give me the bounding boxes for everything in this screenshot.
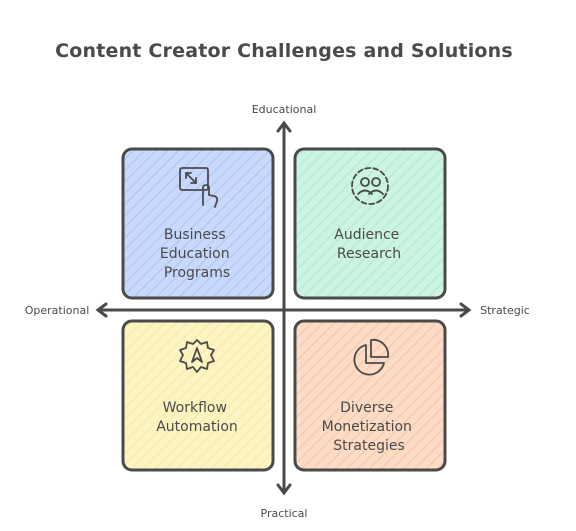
quadrant-bottom-right: Diverse Monetization Strategies [293, 319, 447, 472]
axis-label-right: Strategic [480, 304, 530, 317]
gear-arrow-icon [179, 339, 215, 373]
label-line: Audience [334, 227, 399, 243]
quadrant-top-left-label: Business Education Programs [160, 227, 234, 281]
horizontal-axis [95, 302, 472, 318]
quadrant-top-right: Audience Research [293, 147, 447, 300]
axis-label-bottom: Practical [261, 507, 308, 520]
label-line: Strategies [333, 438, 405, 454]
label-line: Monetization [322, 419, 412, 435]
label-line: Business [164, 227, 226, 243]
axis-label-left: Operational [25, 304, 90, 317]
label-line: Education [160, 246, 230, 262]
vertical-axis [276, 120, 292, 496]
people-circle-icon [351, 167, 389, 205]
quadrant-bottom-right-label: Diverse Monetization Strategies [322, 400, 417, 454]
axis-label-top: Educational [252, 103, 317, 116]
label-line: Automation [156, 419, 238, 435]
quadrant-bottom-left: Workflow Automation [121, 319, 275, 472]
quadrant-top-left: Business Education Programs [121, 147, 275, 300]
quadrant-bottom-left-label: Workflow Automation [156, 400, 238, 435]
label-line: Workflow [163, 400, 227, 416]
label-line: Programs [164, 265, 230, 281]
label-line: Research [337, 246, 401, 262]
pie-chart-icon [353, 338, 390, 376]
quadrant-top-right-label: Audience Research [334, 227, 403, 262]
page-title: Content Creator Challenges and Solutions [55, 40, 513, 62]
label-line: Diverse [340, 400, 393, 416]
resize-hand-icon [179, 167, 219, 208]
